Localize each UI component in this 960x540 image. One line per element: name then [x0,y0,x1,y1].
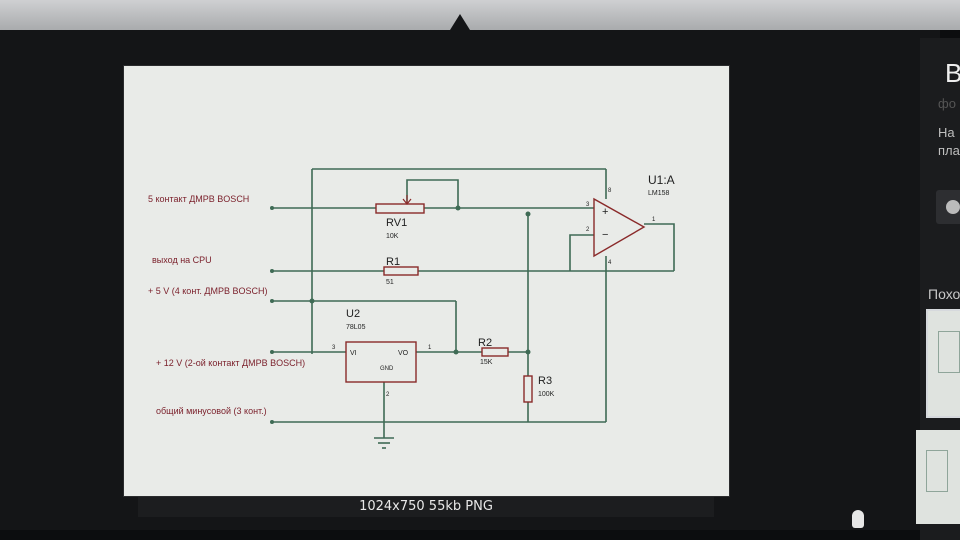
schematic-drawing: 5 контакт ДМРВ BOSCH выход на CPU + 5 V … [148,168,675,449]
r1-name: R1 [386,256,400,268]
u1-minus: − [602,229,608,241]
r1-value: 51 [386,279,394,286]
r3-name: R3 [538,375,552,387]
r2-resistor [481,347,509,357]
rv1-name: RV1 [386,217,407,229]
side-description: На пла [938,124,960,160]
u2-pin3: 3 [332,345,336,351]
rv1-value: 10K [386,233,399,240]
similar-images-label: Похо [928,286,960,302]
schematic-image[interactable]: 5 контакт ДМРВ BOSCH выход на CPU + 5 V … [124,66,729,496]
side-description-line-2: пла [938,143,960,158]
r2-value: 15K [480,359,493,366]
u2-regulator-box [345,341,417,383]
u1-pin8: 8 [608,188,612,194]
r1-resistor [383,266,419,276]
u1-pin3: 3 [586,202,590,208]
similar-image-thumbnail[interactable] [926,309,960,418]
viewer-pointer-notch [450,14,470,30]
side-description-line-1: На [938,125,955,140]
globe-icon [946,200,960,214]
r3-resistor [523,375,533,403]
side-title[interactable]: В [945,58,960,88]
rv1-potentiometer [375,195,425,214]
label-ground: общий минусовой (3 конт.) [156,406,267,416]
visit-button[interactable] [936,190,960,224]
u1-part: LM158 [648,190,670,197]
u2-pin1: 1 [428,345,432,351]
u1-name: U1:A [648,173,675,187]
image-info-caption: 1024x750 55kb PNG [138,497,714,517]
u2-pin-vo: VO [398,350,409,357]
u1-plus: + [602,206,608,218]
label-5v: + 5 V (4 конт. ДМРВ BOSCH) [148,286,268,296]
label-cpu-output: выход на CPU [152,255,212,265]
u2-part: 78L05 [346,324,366,331]
r3-value: 100K [538,391,555,398]
label-5-contact: 5 контакт ДМРВ BOSCH [148,194,249,204]
hand-cursor-icon [852,510,864,528]
u2-pin2: 2 [386,392,390,398]
u1-pin4: 4 [608,260,612,266]
u1-pin2: 2 [586,227,590,233]
side-subtitle: фо [938,96,956,111]
browser-top-strip [0,0,960,30]
u1-pin1: 1 [652,217,656,223]
r2-name: R2 [478,337,492,349]
label-12v: + 12 V (2-ой контакт ДМРВ BOSCH) [156,358,305,368]
u2-pin-vi: VI [350,350,357,357]
u2-name: U2 [346,308,360,320]
similar-image-thumbnail[interactable] [916,430,960,524]
u2-pin-gnd: GND [380,366,394,372]
u1-opamp-triangle [593,197,646,258]
